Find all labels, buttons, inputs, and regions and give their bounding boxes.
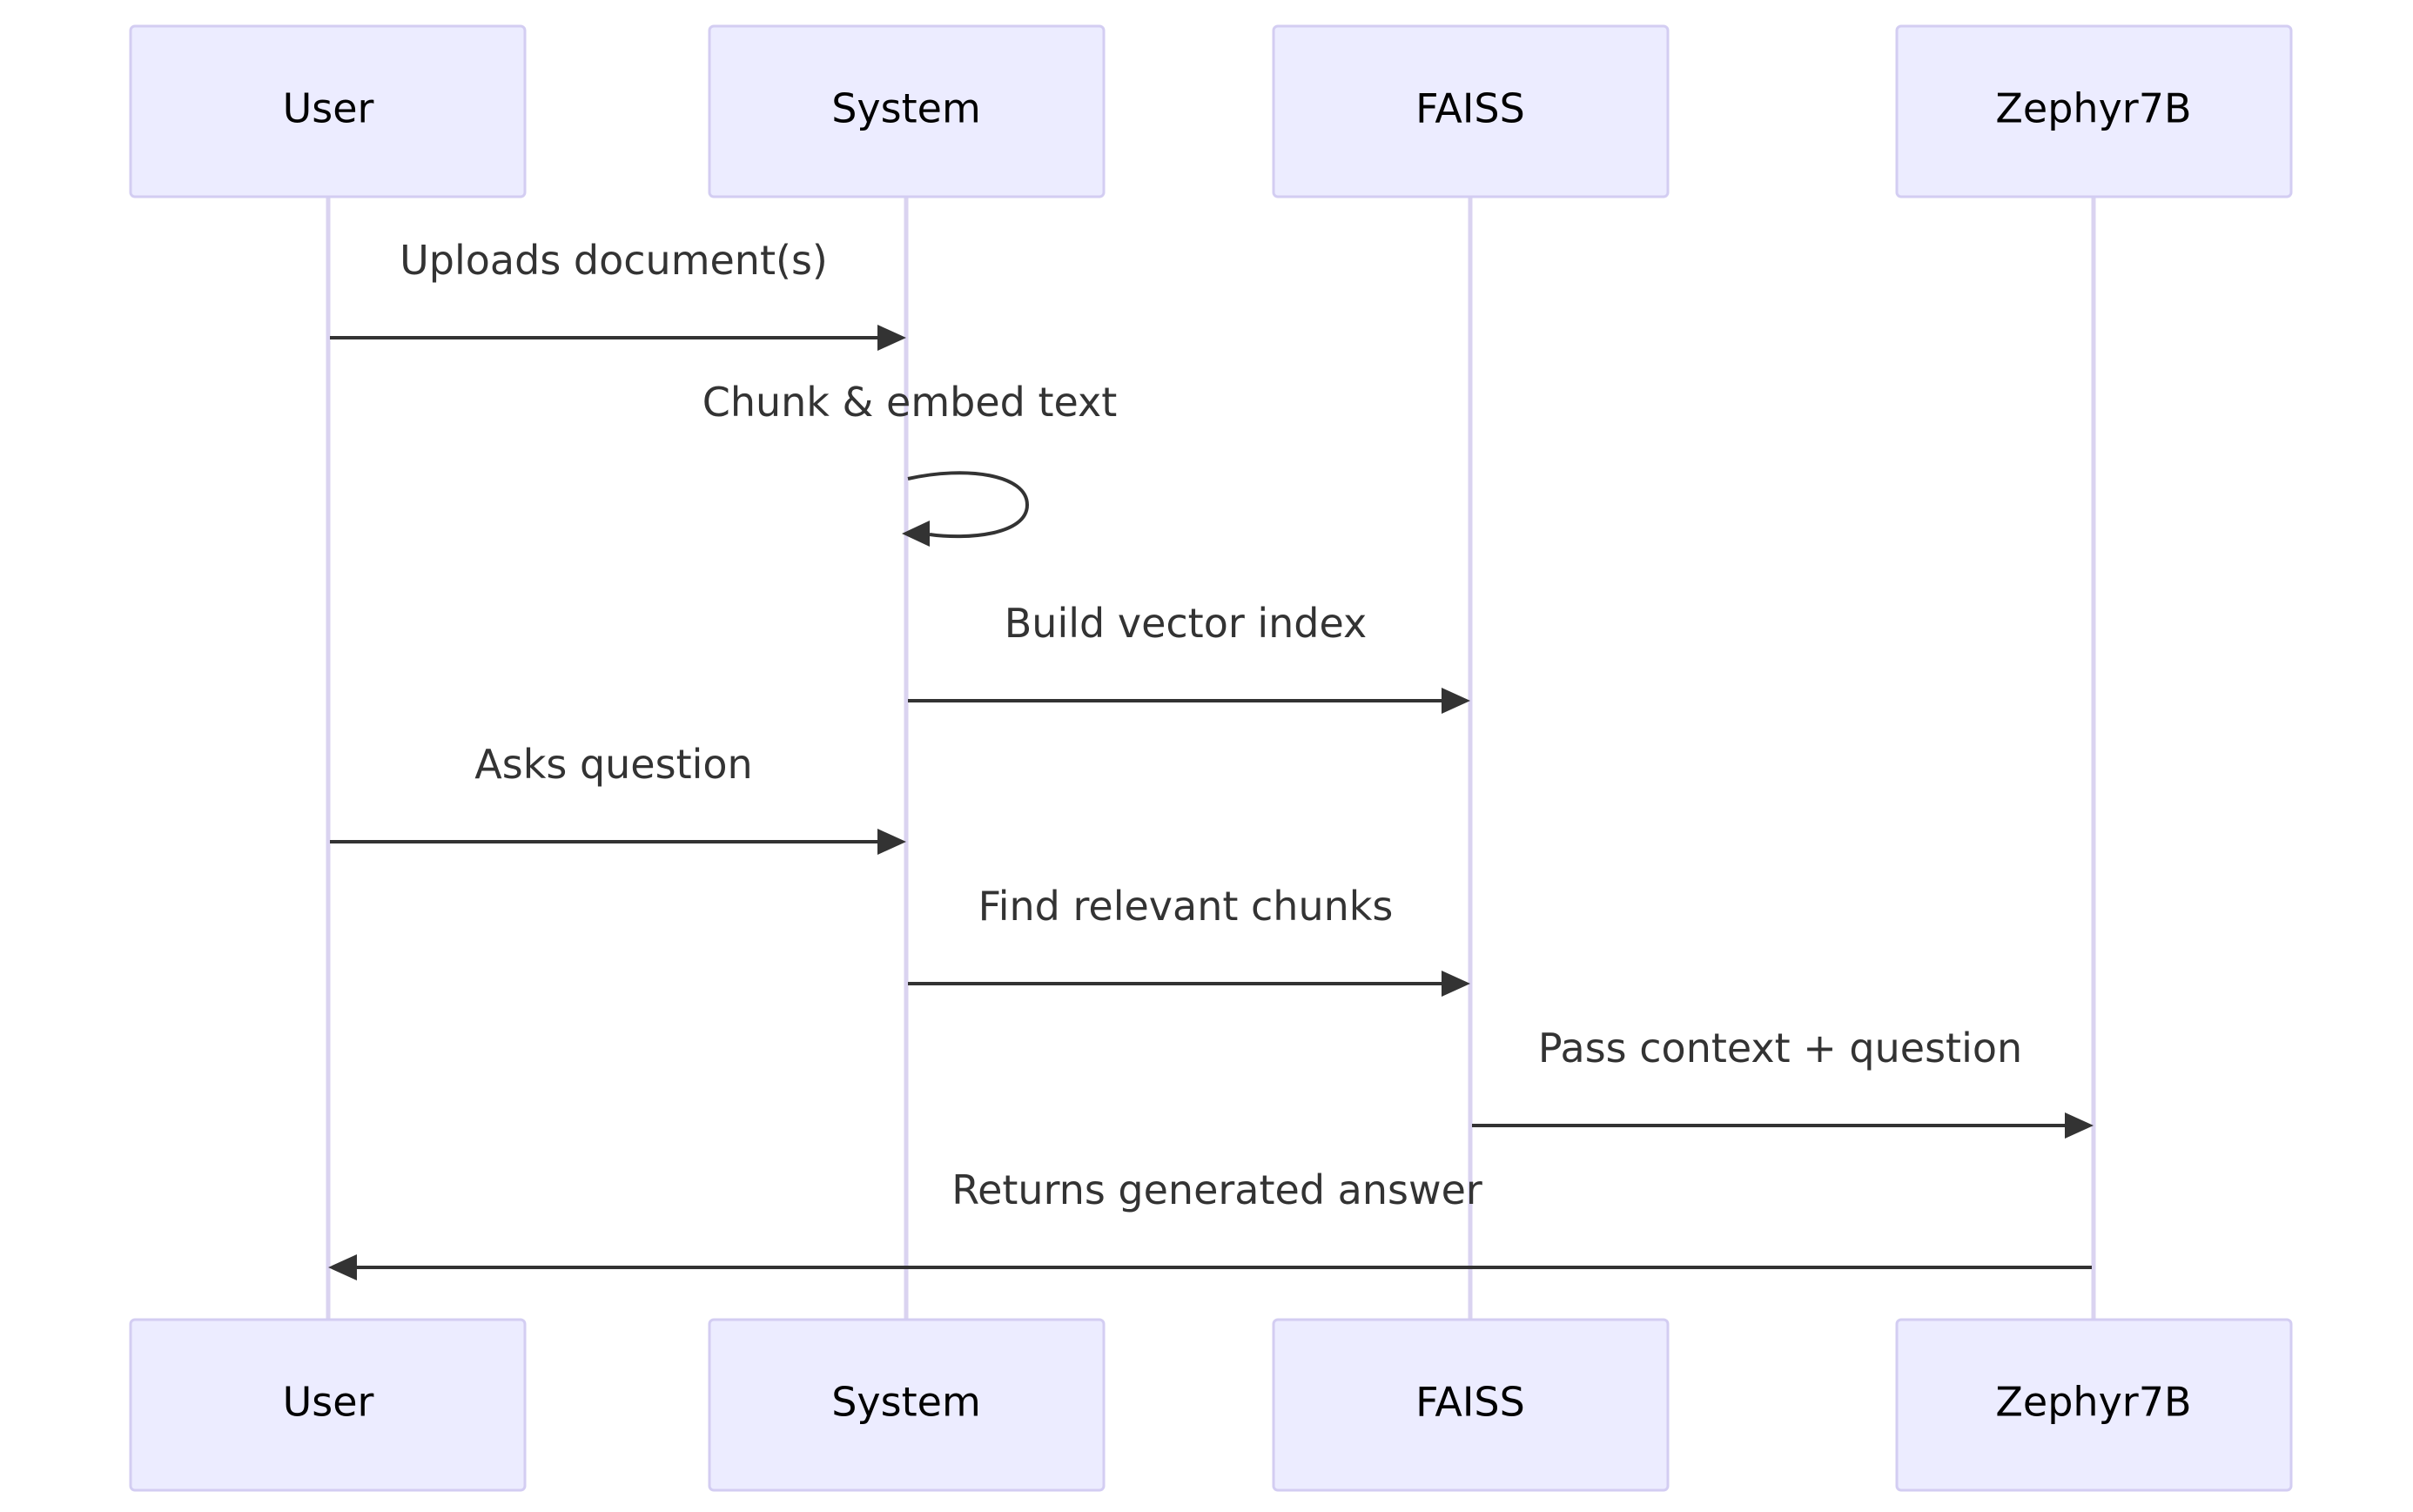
message-5-arrowhead <box>1442 971 1470 997</box>
actor-zephyr-bottom: Zephyr7B <box>1895 1318 2293 1492</box>
message-5: Find relevant chunks <box>908 883 1470 997</box>
message-1: Uploads document(s) <box>330 237 906 351</box>
message-3-arrowhead <box>1442 688 1470 714</box>
message-4-arrowhead <box>877 829 906 855</box>
message-7-arrowhead <box>328 1254 357 1280</box>
message-2-loop <box>907 471 1030 539</box>
message-3: Build vector index <box>908 600 1470 714</box>
message-6: Pass context + question <box>1472 1025 2094 1139</box>
message-6-label: Pass context + question <box>1538 1025 2022 1072</box>
message-3-label: Build vector index <box>1005 600 1367 647</box>
message-5-label: Find relevant chunks <box>978 883 1394 930</box>
message-1-arrowhead <box>877 325 906 351</box>
message-7-label: Returns generated answer <box>951 1166 1482 1213</box>
actor-system-bottom-label: System <box>831 1379 981 1426</box>
actor-system-bottom: System <box>708 1318 1106 1492</box>
actor-system-top-label: System <box>831 85 981 132</box>
actor-faiss-top-label: FAISS <box>1415 85 1525 132</box>
actor-user-top-label: User <box>283 85 374 132</box>
message-7: Returns generated answer <box>328 1166 2092 1280</box>
actor-system-top: System <box>708 24 1106 198</box>
actor-zephyr-bottom-label: Zephyr7B <box>1995 1379 2191 1426</box>
actor-faiss-bottom-label: FAISS <box>1415 1379 1525 1426</box>
message-2-arrowhead <box>902 521 930 547</box>
lifelines <box>326 197 2096 1320</box>
message-4-label: Asks question <box>474 741 752 788</box>
actor-user-bottom: User <box>129 1318 527 1492</box>
message-2: Chunk & embed text <box>702 379 1118 547</box>
actors-bottom: User System FAISS Zephyr7B <box>129 1318 2293 1492</box>
actor-zephyr-top-label: Zephyr7B <box>1995 85 2191 132</box>
actor-zephyr-top: Zephyr7B <box>1895 24 2293 198</box>
actor-user-bottom-label: User <box>283 1379 374 1426</box>
actor-user-top: User <box>129 24 527 198</box>
actor-faiss-top: FAISS <box>1272 24 1670 198</box>
messages: Uploads document(s) Chunk & embed text B… <box>328 237 2094 1280</box>
message-2-label: Chunk & embed text <box>702 379 1118 426</box>
message-6-arrowhead <box>2065 1112 2094 1139</box>
actors-top: User System FAISS Zephyr7B <box>129 24 2293 198</box>
actor-faiss-bottom: FAISS <box>1272 1318 1670 1492</box>
message-4: Asks question <box>330 741 906 855</box>
message-1-label: Uploads document(s) <box>400 237 828 284</box>
